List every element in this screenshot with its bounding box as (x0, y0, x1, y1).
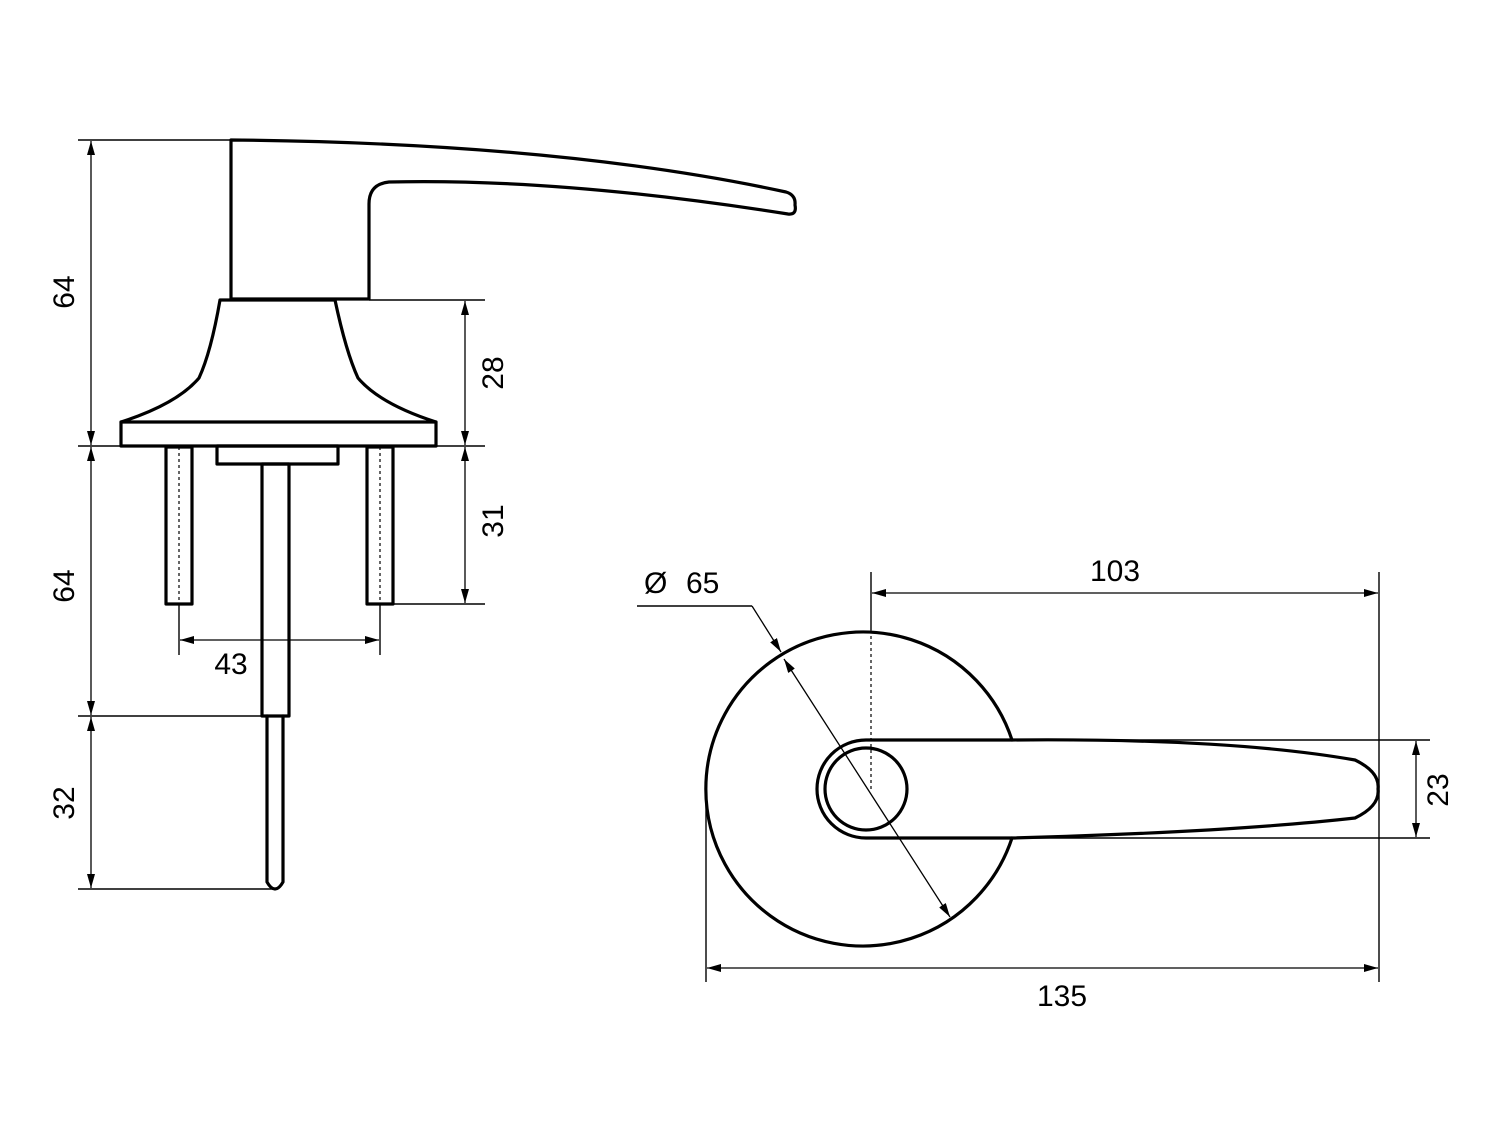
dim-label-lever-width: 23 (1422, 773, 1455, 806)
dim-label-diameter-symbol: Ø (644, 567, 667, 600)
dim-label-overall-length: 135 (1037, 980, 1087, 1013)
top-view: Ø 65 103 23 135 (637, 555, 1455, 1013)
rose-side (119, 298, 438, 448)
dim-label-screw-spacing: 43 (214, 648, 247, 681)
lever-handle-top (815, 738, 1380, 840)
dim-label-tip-length: 32 (48, 786, 81, 819)
dim-label-screw-length: 31 (477, 504, 510, 537)
dim-label-lever-reach: 103 (1090, 555, 1140, 588)
side-view: 64 28 64 31 43 32 (48, 138, 797, 891)
spindle-hole (823, 746, 909, 832)
dim-label-rose-diameter: 65 (686, 567, 719, 600)
lever-handle-side (229, 138, 797, 301)
spindle-tip (265, 714, 285, 891)
rose-top (704, 630, 1014, 948)
spindle-collar (215, 444, 340, 466)
square-spindle (260, 462, 291, 718)
dim-label-upper-height: 64 (48, 275, 81, 308)
dim-label-rose-height: 28 (477, 356, 510, 389)
dim-label-spindle-height: 64 (48, 569, 81, 602)
